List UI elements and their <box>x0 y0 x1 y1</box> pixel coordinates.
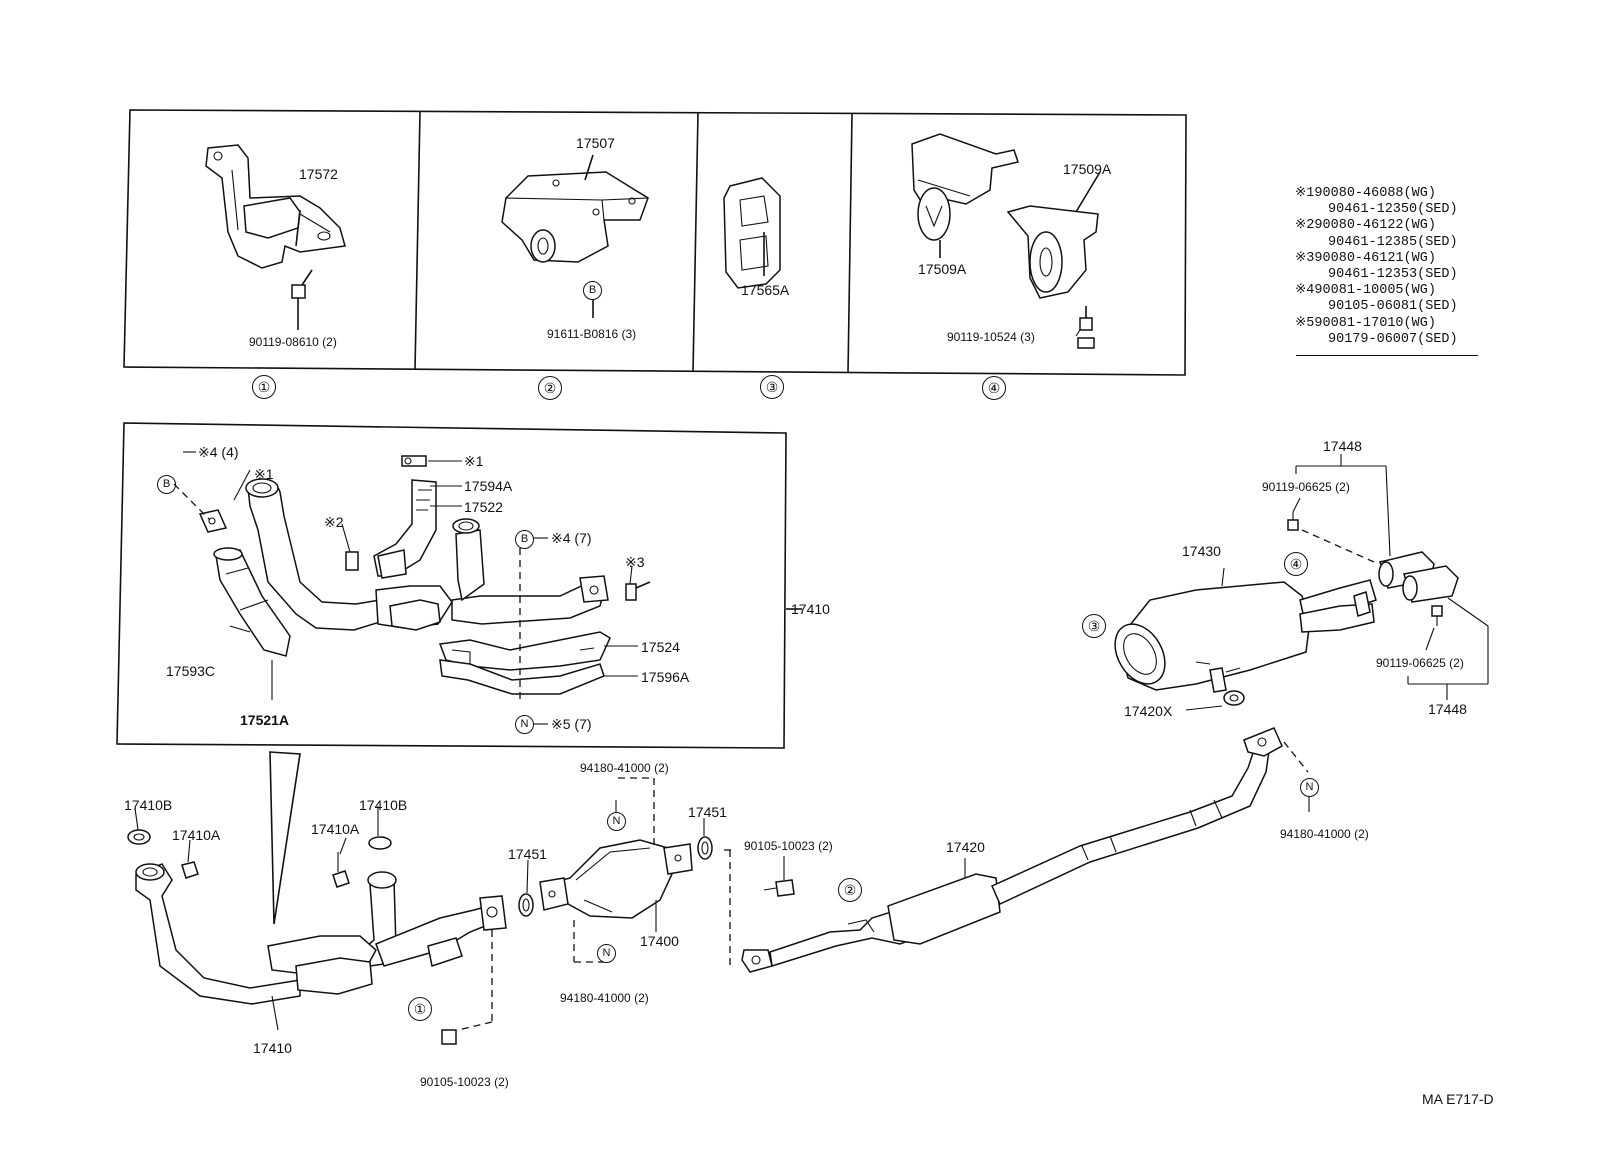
note-3-wg: ※390080-46121(WG) <box>1295 250 1436 266</box>
label-17448-bottom: 17448 <box>1428 701 1467 717</box>
note-1-wg: ※190080-46088(WG) <box>1295 186 1436 201</box>
label-17410a-left: 17410A <box>172 827 221 843</box>
label-bolt-90119-10524: 90119-10524 (3) <box>947 330 1035 344</box>
note-5-sed: 90179-06007(SED) <box>1328 331 1458 347</box>
label-bolt-90119-08610: 90119-08610 (2) <box>249 335 337 349</box>
label-nut-tail: 94180-41000 (2) <box>1280 827 1369 841</box>
label-nut-cat-bottom: 94180-41000 (2) <box>560 991 649 1005</box>
inset-frame <box>123 109 1187 376</box>
label-17410a-right: 17410A <box>311 821 360 837</box>
label-17596a: 17596A <box>641 669 690 685</box>
label-17594a: 17594A <box>464 478 513 494</box>
label-17420x: 17420X <box>1124 703 1173 719</box>
manifold-marker-b-top: B <box>157 475 176 494</box>
inset-number-1: ① <box>252 375 276 399</box>
label-17448-top: 17448 <box>1323 438 1362 454</box>
bolt-marker-b: B <box>583 281 602 300</box>
position-number-2: ② <box>838 878 862 902</box>
manifold-drawing <box>173 451 651 725</box>
label-17400: 17400 <box>640 933 679 949</box>
label-bolt-mid: 90105-10023 (2) <box>744 839 833 853</box>
label-17410-lower: 17410 <box>253 1040 292 1056</box>
lower-assembly-drawing <box>127 727 1310 1045</box>
nut-marker-tail: N <box>1300 778 1319 797</box>
nut-marker-cat-top: N <box>607 812 626 831</box>
note-2-wg: ※290080-46122(WG) <box>1295 218 1436 234</box>
manifold-marker-b-mid: B <box>515 530 534 549</box>
label-bolt-muffler-top: 90119-06625 (2) <box>1262 480 1350 494</box>
label-17410b-left: 17410B <box>124 797 173 813</box>
mount-17507-drawing <box>501 154 649 318</box>
label-17509a-right: 17509A <box>1063 161 1112 177</box>
inset-number-4: ④ <box>982 376 1006 400</box>
label-17507: 17507 <box>576 135 615 151</box>
pointer-wedge <box>269 751 301 925</box>
position-number-3: ③ <box>1082 614 1106 638</box>
label-x1-top: ※1 <box>464 453 484 469</box>
label-x1-left: ※1 <box>254 466 274 482</box>
label-17521a: 17521A <box>240 712 290 728</box>
label-17430: 17430 <box>1182 543 1221 559</box>
manifold-marker-n: N <box>515 715 534 734</box>
label-17451-left: 17451 <box>508 846 547 862</box>
note-1-sed: 90461-12350(SED) <box>1328 202 1458 218</box>
label-bolt-91611-b0816: 91611-B0816 (3) <box>547 327 637 341</box>
label-17522: 17522 <box>464 499 503 515</box>
label-17509a-left: 17509A <box>918 261 967 277</box>
reference-code: MA E717-D <box>1422 1091 1494 1107</box>
label-x5-7: ※5 (7) <box>551 716 592 732</box>
label-17410b-right: 17410B <box>359 797 408 813</box>
label-17565a: 17565A <box>741 282 790 298</box>
label-17451-right: 17451 <box>688 804 727 820</box>
label-nut-cat-top: 94180-41000 (2) <box>580 761 669 775</box>
label-17593c: 17593C <box>166 663 216 679</box>
muffler-drawing <box>1114 454 1489 711</box>
nut-marker-cat-bottom: N <box>597 944 616 963</box>
label-17524: 17524 <box>641 639 680 655</box>
position-number-1: ① <box>408 997 432 1021</box>
notes-underline <box>1296 355 1478 356</box>
note-5-wg: ※590081-17010(WG) <box>1295 315 1436 331</box>
position-number-4: ④ <box>1284 552 1308 576</box>
note-4-wg: ※490081-10005(WG) <box>1295 283 1436 299</box>
label-x3: ※3 <box>625 554 645 570</box>
notes-list: ※190080-46088(WG) 90461-12350(SED) ※2900… <box>1295 186 1458 348</box>
label-17420: 17420 <box>946 839 985 855</box>
label-x2: ※2 <box>324 514 344 530</box>
note-4-sed: 90105-06081(SED) <box>1328 299 1458 315</box>
label-bolt-bottom: 90105-10023 (2) <box>420 1075 509 1089</box>
label-x4-7: ※4 (7) <box>551 530 592 546</box>
inset-number-3: ③ <box>760 375 784 399</box>
label-17572: 17572 <box>299 166 338 182</box>
label-x4-4: ※4 (4) <box>198 444 239 460</box>
bracket-17572-drawing <box>205 144 346 330</box>
label-17410-box: 17410 <box>791 601 830 617</box>
label-bolt-muffler-right: 90119-06625 (2) <box>1376 656 1464 670</box>
hanger-17565a-drawing <box>723 177 781 289</box>
note-3-sed: 90461-12353(SED) <box>1328 267 1458 283</box>
note-2-sed: 90461-12385(SED) <box>1328 234 1458 250</box>
manifold-box-frame <box>116 422 802 749</box>
inset-number-2: ② <box>538 376 562 400</box>
mount-17509a-drawing <box>911 133 1101 349</box>
